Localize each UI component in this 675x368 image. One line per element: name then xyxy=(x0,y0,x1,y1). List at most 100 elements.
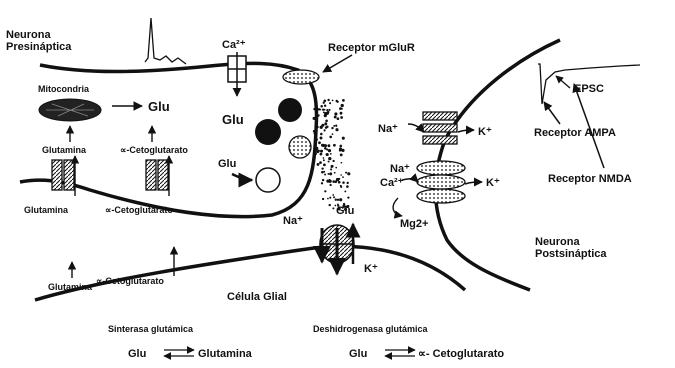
na-ampa-arrow xyxy=(408,124,424,132)
vesicle-empty xyxy=(256,168,280,192)
glial-cell-label: Célula Glial xyxy=(227,291,287,303)
glutamate-particle xyxy=(324,174,326,176)
mglur-label: Receptor mGluR xyxy=(328,42,415,54)
glutamate-particle xyxy=(324,114,327,117)
glutamate-particle xyxy=(341,108,343,110)
glutamate-particle xyxy=(319,109,321,111)
action-potential-trace xyxy=(145,18,186,64)
glutamate-particle xyxy=(324,109,326,111)
glu-mito-label: Glu xyxy=(148,99,170,114)
ampa-pointer xyxy=(544,102,560,124)
glutamate-particle xyxy=(323,164,326,167)
glutamate-particle xyxy=(328,157,331,160)
glutamate-particle xyxy=(339,150,341,152)
glutamate-particle xyxy=(341,162,343,164)
glutamate-particle xyxy=(325,124,327,126)
glutamate-particle xyxy=(336,101,338,103)
glutamate-particle xyxy=(324,129,326,131)
glutamina-lower-label: Glutamina xyxy=(24,205,69,215)
glutamate-particle xyxy=(315,138,318,141)
mglur-receptor xyxy=(283,70,319,84)
k-nmda-arrow xyxy=(465,182,482,184)
transporter-cetoglutarato xyxy=(146,156,169,196)
glutamate-particle xyxy=(323,157,325,159)
glutamate-particle xyxy=(342,99,345,102)
k-transporter-label: K⁺ xyxy=(364,263,378,275)
vesicle-1 xyxy=(278,98,302,122)
glutamate-particle xyxy=(320,150,323,153)
mglur-pointer xyxy=(323,55,352,72)
glutamate-particle xyxy=(346,185,349,188)
glutamate-particle xyxy=(317,163,320,166)
glutamate-particle xyxy=(333,144,336,147)
glu-arrow-label: Glu xyxy=(218,158,236,170)
enzyme-dehydrogenase-label: Deshidrogenasa glutámica xyxy=(313,324,429,334)
receptor-ampa-label: Receptor AMPA xyxy=(534,127,616,139)
glutamate-particle xyxy=(320,137,323,140)
glutamate-particle xyxy=(327,173,329,175)
glutamate-particle xyxy=(318,141,321,144)
cetoglutarato-lower-label: ∝-Cetoglutarato xyxy=(105,205,173,215)
glutamate-particle xyxy=(330,153,332,155)
mg-label: Mg2+ xyxy=(400,218,428,230)
glutamate-particle xyxy=(315,153,317,155)
glutamate-particle xyxy=(342,176,344,178)
eq1-left-label: Glu xyxy=(128,348,146,360)
glutamate-particle xyxy=(329,109,331,111)
postsynaptic-title-2: Postsináptica xyxy=(535,248,607,260)
presynaptic-title-1: Neurona xyxy=(6,29,52,41)
k-ampa-label: K⁺ xyxy=(478,126,492,138)
presynaptic-title-2: Presináptica xyxy=(6,41,72,53)
glutamina-upper-label: Glutamina xyxy=(42,145,87,155)
glu-to-vesicle-arrow xyxy=(232,174,252,180)
glutamate-release-cloud xyxy=(313,99,351,211)
glutamate-particle xyxy=(317,150,319,152)
glutamate-particle xyxy=(314,126,316,128)
glutamate-particle xyxy=(327,144,330,147)
glutamate-particle xyxy=(335,180,338,183)
epsc-pointer xyxy=(556,76,570,88)
glutamate-particle xyxy=(327,99,329,101)
ca-nmda-label: Ca²⁺ xyxy=(380,177,404,189)
glutamate-particle xyxy=(333,196,335,198)
glutamate-particle xyxy=(332,194,334,196)
glutamate-particle xyxy=(337,117,340,120)
glutamate-particle xyxy=(340,112,343,115)
glutamate-particle xyxy=(326,109,328,111)
eq1-right-label: Glutamina xyxy=(198,348,253,360)
glutamate-particle xyxy=(334,172,336,174)
glutamate-particle xyxy=(313,130,315,132)
ampa-receptor xyxy=(423,112,457,144)
transporter-glutamina xyxy=(52,156,75,196)
glutamate-particle xyxy=(323,171,325,173)
receptor-nmda-label: Receptor NMDA xyxy=(548,173,632,185)
glutamate-particle xyxy=(328,149,331,152)
glutamate-particle xyxy=(335,128,338,131)
glutamate-particle xyxy=(317,115,319,117)
glutamate-particle xyxy=(320,126,323,129)
glutamate-particle xyxy=(334,112,337,115)
na-nmda-label: Na⁺ xyxy=(390,163,410,175)
glutamate-particle xyxy=(331,127,333,129)
glu-cleft-label: Glu xyxy=(336,205,354,217)
glutamate-particle xyxy=(339,145,342,148)
eq2-right-label: ∝- Cetoglutarato xyxy=(418,348,504,360)
glutamate-particle xyxy=(332,133,334,135)
glutamate-particle xyxy=(314,136,316,138)
k-ampa-arrow xyxy=(458,130,474,132)
mitochondria-label: Mitocondria xyxy=(38,84,90,94)
glutamate-particle xyxy=(324,104,326,106)
na-transporter-label: Na⁺ xyxy=(283,215,303,227)
glutamate-particle xyxy=(335,125,337,127)
glu-vesicles-label: Glu xyxy=(222,112,244,127)
glutamate-particle xyxy=(335,199,337,201)
glutamate-particle xyxy=(344,190,346,192)
k-nmda-label: K⁺ xyxy=(486,177,500,189)
glutamate-particle xyxy=(332,207,334,209)
epsc-label: EPSC xyxy=(574,83,604,95)
glutamate-particle xyxy=(337,199,339,201)
glutamate-particle xyxy=(329,197,331,199)
glutamate-particle xyxy=(340,174,342,176)
equilibrium-arrows-1 xyxy=(164,350,194,356)
